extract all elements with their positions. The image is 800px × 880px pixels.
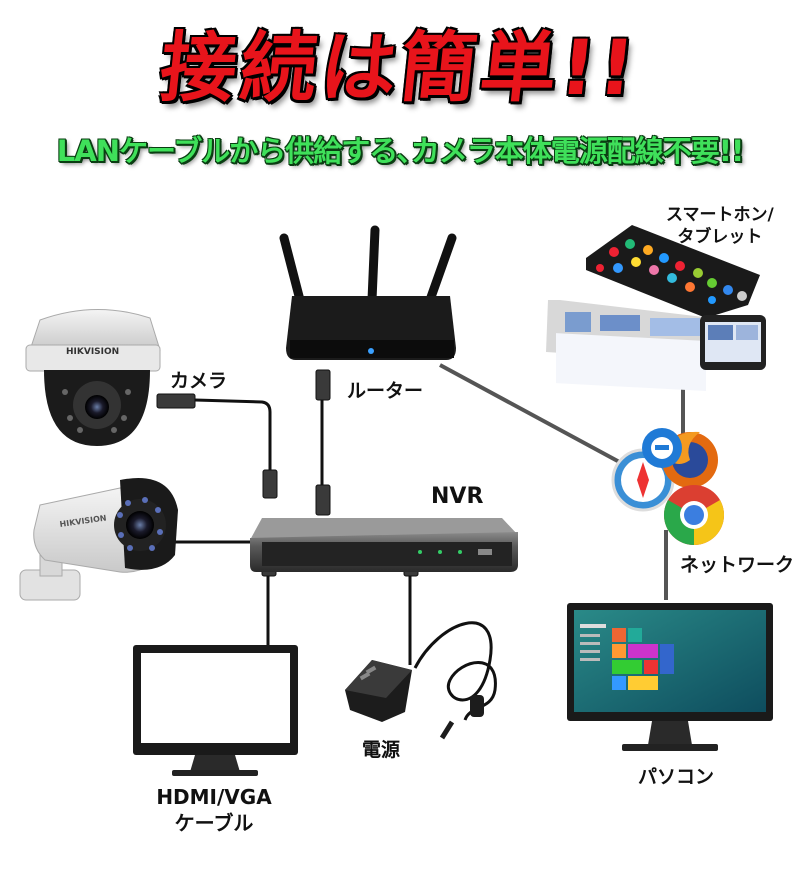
dome-camera-brand: HIKVISION	[66, 347, 119, 357]
label-smartphone-line2: タブレット	[677, 227, 763, 247]
label-nvr: NVR	[431, 484, 484, 509]
label-camera: カメラ	[170, 370, 228, 392]
nvr-icon	[250, 518, 518, 572]
page-subtitle: LANケーブルから供給する､カメラ本体電源配線不要!!	[56, 134, 744, 168]
label-hdmi-vga-cable: HDMI/VGA ケーブル	[148, 784, 280, 836]
smartphone-tablet-icon	[546, 225, 766, 391]
label-smartphone-line1: スマートホン/	[666, 205, 774, 225]
label-hdmi-line1: HDMI/VGA	[156, 785, 272, 809]
label-network: ネットワーク	[680, 554, 795, 576]
cables	[160, 385, 497, 721]
router-icon	[279, 225, 457, 360]
label-router: ルーター	[347, 380, 424, 402]
label-power: 電源	[362, 739, 401, 761]
label-hdmi-line2: ケーブル	[174, 811, 254, 835]
label-smartphone-tablet: スマートホン/ タブレット	[666, 204, 774, 248]
monitor-icon	[133, 645, 298, 776]
browser-icons	[611, 428, 725, 545]
pc-monitor-icon	[567, 603, 773, 751]
bullet-camera-icon	[19, 478, 178, 601]
dome-camera-icon	[25, 308, 161, 446]
label-pc: パソコン	[638, 766, 715, 788]
power-adapter-icon	[345, 660, 484, 740]
